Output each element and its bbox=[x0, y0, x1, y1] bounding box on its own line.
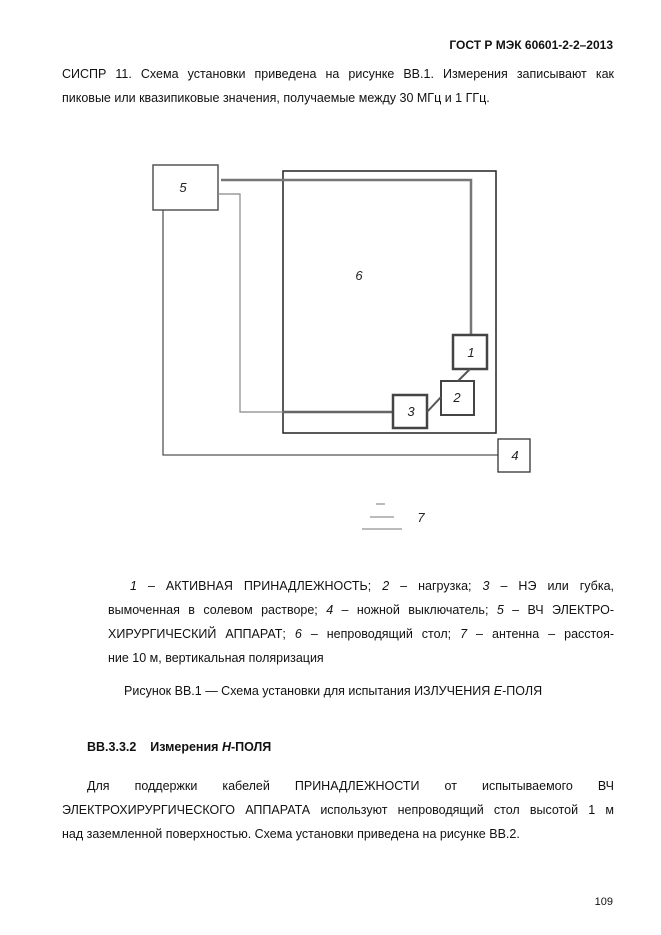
cable-footswitch bbox=[162, 210, 498, 456]
label-6: 6 bbox=[355, 268, 363, 283]
label-2: 2 bbox=[452, 390, 461, 405]
label-3: 3 bbox=[407, 404, 415, 419]
body-line-2: ЭЛЕКТРОХИРУРГИЧЕСКОГО АППАРАТА использую… bbox=[62, 803, 614, 817]
nonconductive-table bbox=[282, 170, 497, 434]
box-4-footswitch bbox=[497, 438, 531, 473]
setup-diagram: 5 6 1 2 3 4 7 bbox=[152, 164, 531, 530]
section-heading: ВВ.3.3.2 Измерения Н-ПОЛЯ bbox=[87, 740, 272, 754]
antenna-icon bbox=[362, 503, 402, 530]
label-5: 5 bbox=[179, 180, 187, 195]
label-4: 4 bbox=[511, 448, 518, 463]
cable-return bbox=[218, 193, 393, 413]
body-line-3: над заземленной поверхностью. Схема уста… bbox=[62, 827, 520, 841]
box-5-hf-generator bbox=[152, 164, 219, 211]
label-1: 1 bbox=[467, 345, 474, 360]
intro-line-2: пиковые или квазипиковые значения, получ… bbox=[62, 91, 490, 105]
page-number: 109 bbox=[594, 896, 613, 908]
body-line-1: Для поддержки кабелей ПРИНАДЛЕЖНОСТИ от … bbox=[87, 779, 614, 793]
label-7: 7 bbox=[417, 510, 425, 525]
cable-active bbox=[221, 178, 473, 335]
figure-caption: Рисунок ВВ.1 — Схема установки для испыт… bbox=[124, 684, 543, 698]
document-header: ГОСТ Р МЭК 60601-2-2–2013 bbox=[449, 38, 613, 52]
intro-line-1: СИСПР 11. Схема установки приведена на р… bbox=[62, 67, 614, 81]
figure-legend: 1 – АКТИВНАЯ ПРИНАДЛЕЖНОСТЬ; 2 – нагрузк… bbox=[108, 579, 615, 665]
